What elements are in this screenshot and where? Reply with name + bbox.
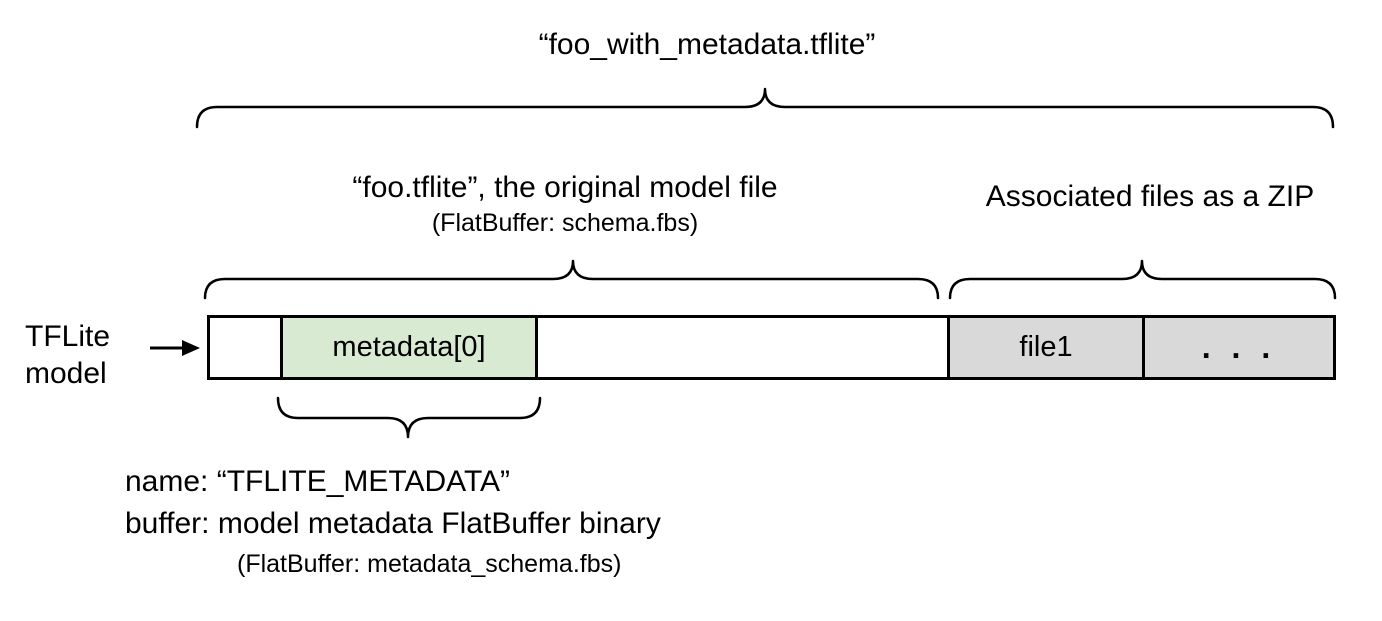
brace-associated-files: [948, 259, 1337, 300]
brace-metadata-segment: [276, 396, 542, 439]
bar-segment-header: [210, 318, 283, 377]
associated-files-title: Associated files as a ZIP: [985, 180, 1315, 213]
metadata-annotation-buffer: buffer: model metadata FlatBuffer binary: [125, 507, 661, 540]
bar-segment-more-files: . . .: [1145, 318, 1333, 377]
bar-segment-body: [538, 318, 950, 377]
metadata-annotation-name: name: “TFLITE_METADATA”: [125, 465, 511, 498]
original-model-title: “foo.tflite”, the original model file: [352, 171, 778, 204]
tflite-model-label-line2: model: [25, 357, 107, 390]
metadata-annotation: name: “TFLITE_METADATA” buffer: model me…: [125, 461, 865, 583]
file-title: “foo_with_metadata.tflite”: [538, 28, 876, 61]
model-arrow: [150, 340, 200, 356]
tflite-model-label-line1: TFLite: [25, 320, 111, 353]
metadata-annotation-schema: (FlatBuffer: metadata_schema.fbs): [237, 550, 622, 578]
original-model-subtitle: (FlatBuffer: schema.fbs): [431, 209, 699, 237]
model-bar: metadata[0] file1 . . .: [207, 315, 1336, 380]
brace-whole-file: [195, 87, 1335, 129]
tflite-model-label: TFLite model: [25, 318, 155, 392]
bar-segment-file1: file1: [950, 318, 1145, 377]
brace-original-model: [203, 259, 940, 300]
bar-segment-metadata: metadata[0]: [283, 318, 538, 377]
